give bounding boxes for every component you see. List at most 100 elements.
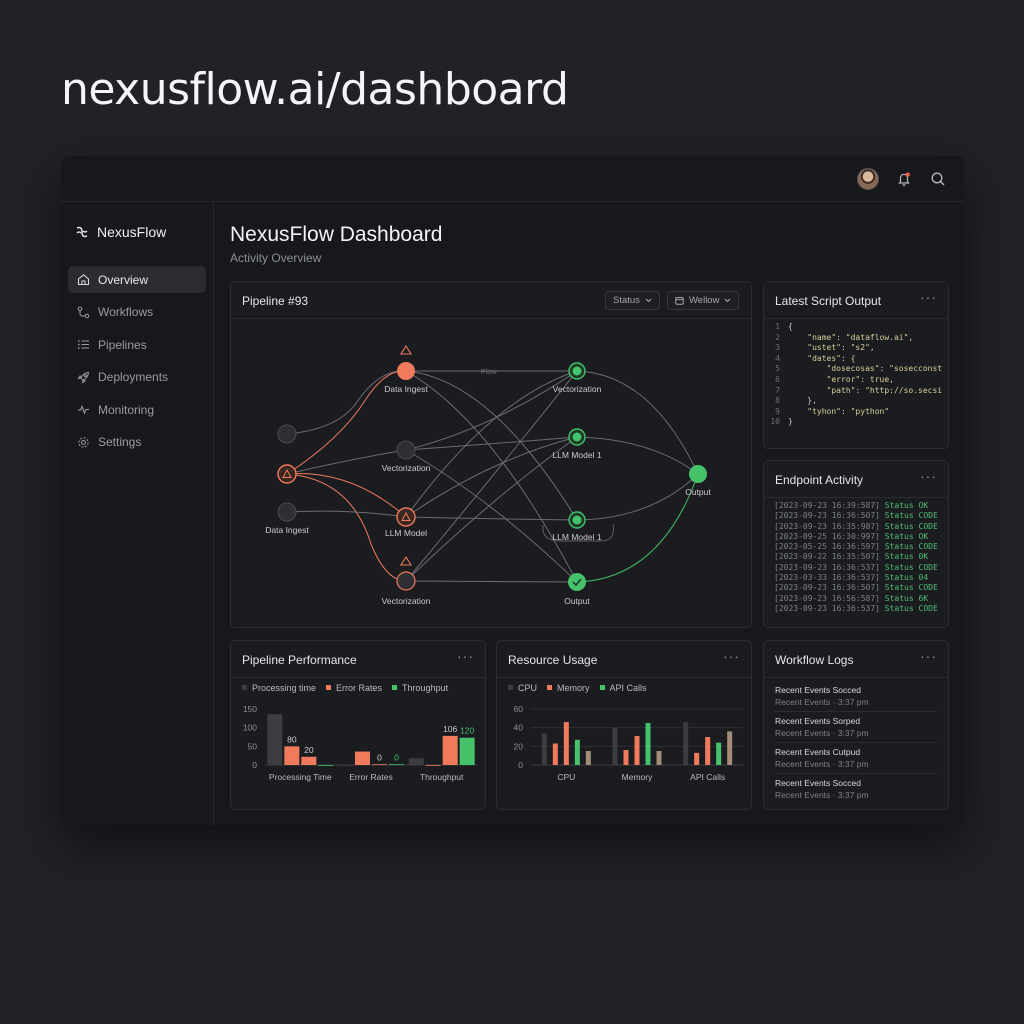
workflow-log-item[interactable]: Recent Events Socced Recent Events · 3:3…: [775, 681, 937, 712]
bar[interactable]: [683, 722, 689, 765]
bar[interactable]: [372, 764, 387, 766]
log-title: Recent Events Socced: [775, 778, 861, 788]
bar[interactable]: [656, 751, 662, 765]
status-filter-dropdown[interactable]: Status: [605, 291, 660, 310]
log-status: Status 04: [879, 573, 929, 583]
pipeline-node-gray-top[interactable]: [277, 424, 297, 444]
bar[interactable]: [585, 751, 591, 765]
status-filter-label: Status: [613, 295, 640, 306]
bar[interactable]: [355, 751, 370, 765]
workflow-filter-dropdown[interactable]: Wellow: [667, 291, 740, 310]
sidebar-item-overview[interactable]: Overview: [68, 266, 206, 293]
search-icon[interactable]: [929, 170, 947, 188]
log-status: Status 6K: [879, 593, 929, 603]
pipeline-node-data-ingest-left[interactable]: [277, 502, 297, 522]
pipeline-node-output-mid[interactable]: [568, 573, 586, 591]
log-row: [2023-09-23 16:56:587] Status 6K: [774, 594, 944, 604]
pipeline-node-vectorization-mid[interactable]: [396, 440, 416, 460]
sidebar-item-workflows[interactable]: Workflows: [68, 299, 206, 326]
code-text: },: [788, 396, 817, 406]
data-label: 106: [443, 724, 457, 734]
workflow-log-item[interactable]: Recent Events Cutpud Recent Events · 3:3…: [775, 743, 937, 774]
pipeline-node-llm-model-1-b[interactable]: [568, 511, 586, 529]
legend-label: Throughput: [402, 683, 449, 693]
bar[interactable]: [694, 752, 700, 765]
selection-outline: [542, 523, 614, 542]
sidebar-item-deployments[interactable]: Deployments: [68, 364, 206, 391]
endpoint-activity-header: Endpoint Activity ···: [764, 461, 948, 498]
more-options-icon[interactable]: ···: [457, 648, 474, 664]
code-block: 1{2 "name": "dataflow.ai",3 "ustet": "s2…: [764, 322, 948, 428]
bar[interactable]: [645, 723, 651, 765]
more-options-icon[interactable]: ···: [920, 468, 937, 484]
bar[interactable]: [552, 743, 558, 765]
bar[interactable]: [705, 737, 711, 765]
bar[interactable]: [716, 742, 722, 765]
bar[interactable]: [574, 739, 580, 765]
brand[interactable]: NexusFlow: [75, 224, 166, 240]
workflow-filter-label: Wellow: [689, 295, 720, 306]
sidebar-item-settings[interactable]: Settings: [68, 429, 206, 456]
data-label: 80: [287, 734, 297, 744]
log-status: Status CODE: [879, 603, 938, 613]
avatar[interactable]: [857, 168, 879, 190]
sidebar-item-label: Deployments: [98, 370, 169, 384]
workflow-log-item[interactable]: Recent Events Sorped Recent Events · 3:3…: [775, 712, 937, 743]
bar[interactable]: [301, 756, 317, 765]
x-tick-label: Memory: [622, 772, 653, 782]
bar[interactable]: [459, 737, 475, 765]
log-timestamp: [2023-09-23 16:36:537]: [774, 603, 880, 613]
bar[interactable]: [425, 765, 441, 766]
log-row: [2023-09-23 16:35:987] Status CODE: [774, 522, 944, 532]
pipeline-node-llm-model[interactable]: [396, 507, 416, 527]
log-title: Recent Events Socced: [775, 685, 861, 695]
more-options-icon[interactable]: ···: [920, 289, 937, 305]
warning-icon: [400, 555, 412, 566]
edge-label-flow: Flow: [481, 367, 497, 376]
code-line: 9 "tyhon": "python": [764, 407, 948, 418]
more-options-icon[interactable]: ···: [920, 648, 937, 664]
pipeline-node-data-ingest-left-alert[interactable]: [277, 464, 297, 484]
bar[interactable]: [338, 765, 353, 766]
code-line: 2 "name": "dataflow.ai",: [764, 333, 948, 344]
pipeline-node-data-ingest-top[interactable]: [397, 362, 415, 380]
sidebar-item-monitoring[interactable]: Monitoring: [68, 396, 206, 423]
x-tick-label: Throughput: [420, 772, 464, 782]
bar[interactable]: [408, 758, 424, 765]
node-label: Output: [685, 487, 711, 497]
pipeline-node-llm-model-1-a[interactable]: [568, 428, 586, 446]
bar[interactable]: [563, 722, 569, 765]
pipeline-node-vectorization-bottom[interactable]: [396, 571, 416, 591]
bar[interactable]: [318, 765, 334, 766]
bar[interactable]: [541, 733, 547, 765]
script-output-card: Latest Script Output ··· 1{2 "name": "da…: [763, 281, 949, 449]
sidebar-item-pipelines[interactable]: Pipelines: [68, 331, 206, 358]
pipeline-graph: Flow Data Ingest Data Ingest Vectorizati…: [265, 344, 711, 606]
perf-legend: Processing time Error Rates Throughput: [242, 683, 448, 693]
bell-icon[interactable]: [895, 170, 913, 188]
pipeline-node-output-right[interactable]: [689, 465, 707, 483]
line-number: 9: [775, 406, 780, 416]
bar[interactable]: [442, 735, 458, 765]
log-subtitle: Recent Events · 3:37 pm: [775, 790, 869, 800]
legend-item: Throughput: [392, 683, 448, 693]
bar[interactable]: [727, 731, 733, 765]
endpoint-activity-title: Endpoint Activity: [775, 473, 864, 487]
legend-label: CPU: [518, 683, 538, 693]
bar[interactable]: [634, 736, 640, 765]
line-number: 6: [775, 374, 780, 384]
log-timestamp: [2023-09-23 16:56:587]: [774, 593, 880, 603]
bar[interactable]: [612, 727, 618, 765]
y-tick-label: 50: [248, 741, 258, 751]
bar[interactable]: [284, 746, 300, 765]
bar[interactable]: [389, 764, 404, 766]
pipeline-node-vectorization-right[interactable]: [568, 362, 586, 380]
bar[interactable]: [623, 750, 629, 765]
line-number: 7: [775, 385, 780, 395]
workflow-log-item[interactable]: Recent Events Socced Recent Events · 3:3…: [775, 774, 937, 805]
brand-name: NexusFlow: [97, 224, 167, 240]
more-options-icon[interactable]: ···: [723, 648, 740, 664]
resource-usage-title: Resource Usage: [508, 653, 598, 667]
log-timestamp: [2023-09-25 16:30:997]: [774, 531, 880, 541]
bar[interactable]: [267, 714, 283, 765]
